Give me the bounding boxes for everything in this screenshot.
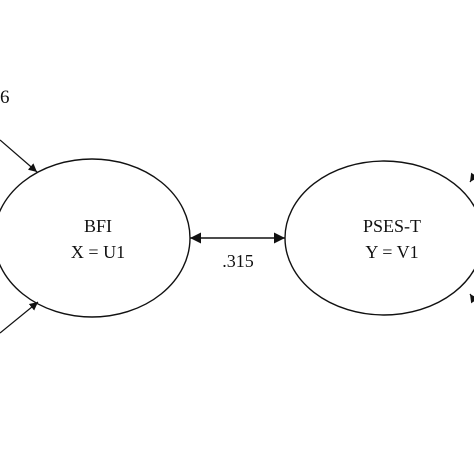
left-variable-ellipse bbox=[0, 158, 191, 318]
right-variable-equation: Y = V1 bbox=[365, 242, 418, 262]
left-variable-name: BFI bbox=[84, 216, 112, 236]
left-variable-equation: X = U1 bbox=[71, 242, 125, 262]
partial-label: 6 bbox=[0, 87, 10, 108]
incoming-arrow-bottom-left bbox=[0, 301, 39, 334]
incoming-arrow-bottom-right bbox=[469, 293, 474, 304]
right-variable-name: PSES-T bbox=[363, 216, 421, 236]
correlation-value: .315 bbox=[222, 251, 254, 271]
right-variable-ellipse bbox=[284, 160, 474, 316]
incoming-arrow-top-right bbox=[469, 172, 474, 183]
incoming-arrow-top-left bbox=[0, 139, 38, 173]
